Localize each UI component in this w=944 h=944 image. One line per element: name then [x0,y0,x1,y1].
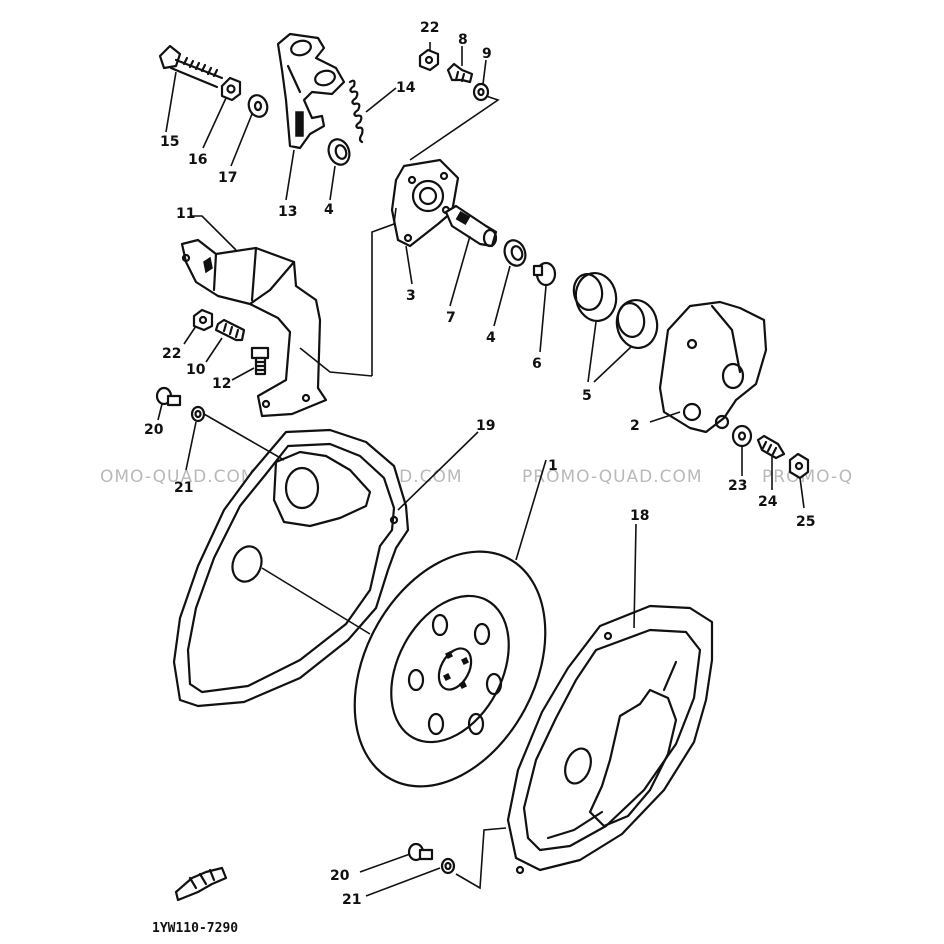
part-6-pin [532,261,557,287]
watermark-segment: OMO-QUAD.COM [100,467,257,487]
watermark-segment: PROMO-Q [762,467,853,487]
part-19-dust-cover [172,428,410,708]
callout-4-upper: 4 [324,202,334,218]
part-22-nut-top [418,48,440,72]
part-25-nut [788,452,810,480]
callout-10: 10 [186,362,206,378]
callout-16: 16 [188,152,207,168]
part-2-caliper [658,300,768,434]
part-10-stud [214,318,246,342]
callout-20-lower: 20 [330,868,350,884]
part-18-back-plate [506,604,714,875]
watermark-segment: PROMO-QUAD.COM [522,467,703,487]
callout-23: 23 [728,478,747,494]
part-8-pin [446,62,474,84]
part-21-washer-upper [190,405,206,423]
callout-25: 25 [796,514,815,530]
callout-labels: 1 2 3 4 4 5 6 7 8 9 10 11 12 13 14 15 16… [144,20,815,908]
part-21-washer-lower [440,857,456,875]
part-13-brake-lever [276,32,346,150]
callout-22-mid: 22 [162,346,181,362]
callout-11: 11 [176,206,195,222]
callout-21-upper: 21 [174,480,193,496]
leader-lines [157,42,805,897]
callout-8: 8 [458,32,468,48]
callout-2: 2 [630,418,640,434]
callout-18: 18 [630,508,649,524]
callout-1: 1 [548,458,558,474]
callout-24: 24 [758,494,778,510]
part-20-bolt-upper [155,386,182,407]
part-4-seal-lower [503,239,527,267]
callout-5: 5 [582,388,592,404]
callout-17: 17 [218,170,237,186]
part-24-bolt [756,434,786,460]
part-14-spring [348,79,364,144]
callout-15: 15 [160,134,179,150]
callout-6: 6 [532,356,542,372]
callout-21-lower: 21 [342,892,361,908]
callout-13: 13 [278,204,297,220]
callout-12: 12 [212,376,231,392]
callout-19: 19 [476,418,495,434]
callout-4-lower: 4 [486,330,496,346]
part-15-bolt [158,44,224,89]
callout-7: 7 [446,310,456,326]
callout-3: 3 [406,288,416,304]
part-1-brake-disc [353,550,547,788]
part-11-bracket [180,238,328,418]
part-23-washer [731,424,753,448]
drawing-code: 1YW110-7290 [152,921,238,936]
part-4-seal-upper [327,138,351,166]
part-3-bracket-plate [390,158,460,248]
callout-14: 14 [396,80,416,96]
front-arrow-icon [174,866,228,902]
part-7-adjuster [444,204,498,248]
part-5-pistons [572,272,659,349]
callout-20-upper: 20 [144,422,164,438]
callout-9: 9 [482,46,492,62]
part-20-bolt-lower [407,842,434,862]
callout-22-upper: 22 [420,20,439,36]
part-16-nut [220,76,242,102]
part-9-washer [472,82,490,102]
part-17-washer [247,94,269,118]
part-22-nut-mid [192,308,214,332]
part-12-bolt [250,346,270,376]
